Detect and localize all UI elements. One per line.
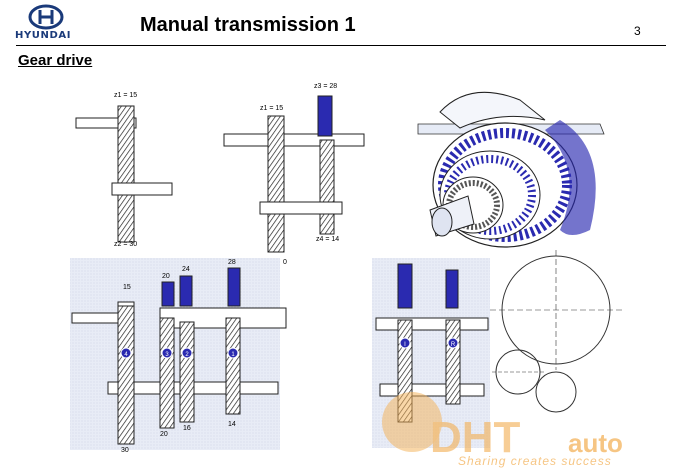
gear-pair-diagram: z1 = 15 z2 = 30 [75,92,173,248]
page-title: Manual transmission 1 [140,14,356,36]
z3-label: z3 = 28 [314,83,337,90]
watermark-slogan: Sharing creates success [458,454,612,468]
top-label-15: 15 [123,284,131,291]
z1-label-2: z1 = 15 [260,105,283,112]
watermark: DHT auto Sharing creates success [382,392,623,468]
gear-mark-R: R [451,342,456,348]
top-label-28: 28 [228,259,236,266]
bottom-label-14: 14 [228,421,236,428]
z4-label: z4 = 14 [316,236,339,243]
brand-name: HYUNDAI [15,30,72,41]
watermark-logo: DHT [430,413,521,462]
top-label-20: 20 [162,273,170,280]
four-speed-diagram: 4 3 2 1 15 20 24 28 30 20 16 14 [70,258,287,454]
gear-mark-2: 2 [185,352,189,358]
gear-mark-3: 3 [165,352,169,358]
bottom-label-20: 20 [160,431,168,438]
page-number: 3 [634,24,641,38]
watermark-auto: auto [568,428,623,458]
stray-label: 0 [283,259,287,266]
gear-mark-I: I [404,342,406,348]
top-label-24: 24 [182,266,190,273]
four-gear-diagram: z1 = 15 z3 = 28 z4 = 14 0 [223,83,365,266]
gear-mark-1: 1 [231,352,235,358]
hyundai-logo [16,4,76,40]
gear-mark-4: 4 [124,352,128,358]
header-divider [16,45,666,46]
gearbox-illustration [417,91,605,248]
section-title: Gear drive [18,52,93,69]
z2-label: z2 = 30 [114,241,137,248]
z1-label: z1 = 15 [114,92,137,99]
bottom-label-16: 16 [183,425,191,432]
bottom-label-30: 30 [121,447,129,454]
